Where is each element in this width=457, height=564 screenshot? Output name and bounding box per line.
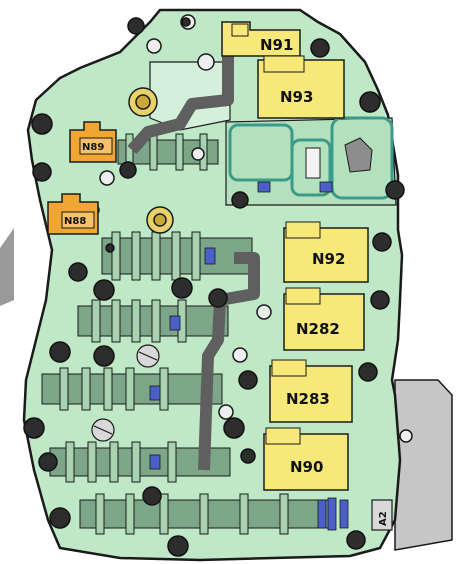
label-n90: N90 <box>290 458 323 476</box>
side-plate-right <box>394 379 453 551</box>
oil-channel <box>127 48 234 154</box>
label-n91: N91 <box>260 36 293 54</box>
label-n93: N93 <box>280 88 313 106</box>
label-n283: N283 <box>286 390 330 408</box>
label-a2: A2 <box>378 511 389 526</box>
channel-grid <box>228 116 394 200</box>
solenoid-n283 <box>269 359 353 423</box>
solenoid-n93 <box>257 55 345 119</box>
solenoid-n91 <box>221 21 301 57</box>
blue-elements <box>149 181 349 531</box>
solenoid-n88 <box>47 193 99 235</box>
solenoid-n90 <box>263 427 349 491</box>
label-n92: N92 <box>312 250 345 268</box>
housing-bolts <box>23 17 405 557</box>
label-n88: N88 <box>64 216 86 227</box>
solenoid-n282 <box>283 287 365 351</box>
solenoid-n89 <box>69 121 117 163</box>
label-n282: N282 <box>296 320 340 338</box>
label-n89: N89 <box>82 142 104 153</box>
grey-block <box>344 137 373 173</box>
side-panel-left <box>0 228 14 306</box>
brass-bolts <box>128 87 174 234</box>
valve-spools <box>41 133 331 535</box>
white-slot <box>305 147 321 179</box>
solenoid-n92 <box>283 221 369 283</box>
a2-connector <box>371 499 393 531</box>
